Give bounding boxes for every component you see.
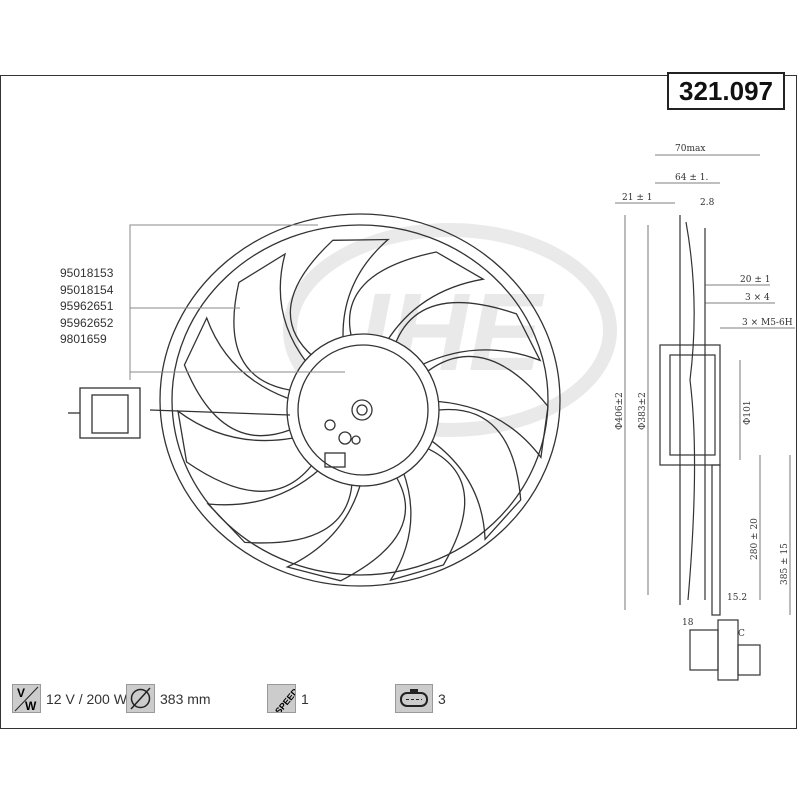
dim-label: 21 ± 1: [622, 193, 652, 203]
spec-diameter: 383 mm: [126, 684, 211, 713]
dim-label: 280 ± 20: [750, 518, 760, 560]
reference-number: 95962651: [60, 299, 114, 313]
spec-speed: SPEED 1: [267, 684, 309, 716]
dim-label: 64 ± 1.: [675, 173, 708, 183]
dimension-lines: [615, 154, 795, 615]
fan-blade: [431, 408, 522, 541]
fan-blade: [389, 447, 466, 582]
svg-text:V: V: [17, 686, 25, 700]
reference-number: 95962652: [60, 315, 114, 330]
fan-blade: [393, 301, 542, 366]
spec-value: 383 mm: [160, 690, 211, 707]
dim-label: 2.8: [700, 198, 715, 208]
fan-blade: [285, 473, 407, 582]
spec-value: 12 V / 200 W: [46, 690, 127, 707]
dim-label: 3 × 4: [745, 293, 770, 303]
dim-label: 15.2: [727, 593, 747, 603]
dim-label: C: [738, 629, 745, 639]
dimension-labels: 70max 64 ± 1. 21 ± 1 2.8 20 ± 1 3 × 4 3 …: [615, 144, 793, 639]
fan-blade: [177, 409, 314, 492]
fan-blade: [289, 238, 390, 358]
spec-value: 1: [301, 690, 309, 707]
fan-blade: [183, 316, 291, 437]
spec-connector: 3: [395, 684, 446, 713]
dim-label: Φ101: [743, 400, 753, 425]
part-number: 321.097: [667, 72, 785, 110]
connector-icon: [395, 684, 433, 713]
diameter-icon: [126, 684, 155, 713]
dim-label: 3 × M5-6H: [742, 318, 793, 328]
fan-blade: [233, 252, 308, 391]
fan-blade: [206, 468, 353, 544]
svg-text:W: W: [25, 699, 37, 712]
dim-label: Φ406±2: [615, 392, 625, 430]
dim-label: 18: [682, 618, 694, 628]
fan-side-view: [659, 215, 761, 681]
svg-text:SPEED: SPEED: [273, 686, 295, 712]
dim-label: 385 ± 15: [780, 543, 790, 585]
speed-icon: SPEED: [267, 684, 301, 716]
reference-number: 95018153: [60, 266, 114, 280]
drawing-frame: [0, 75, 797, 729]
dim-label: Φ383±2: [638, 392, 648, 430]
reference-number: 9801659: [60, 332, 107, 346]
spec-value: 3: [438, 690, 446, 707]
dim-label: 20 ± 1: [740, 275, 770, 285]
dim-label: 70max: [675, 144, 705, 154]
reference-number: 95018154: [60, 282, 114, 297]
reference-leader-lines: [129, 224, 345, 380]
fan-blade: [348, 251, 486, 343]
fan-blade: [426, 355, 549, 459]
reference-number-list: 95018153 95018154 95962651 95962652 9801…: [60, 265, 113, 348]
